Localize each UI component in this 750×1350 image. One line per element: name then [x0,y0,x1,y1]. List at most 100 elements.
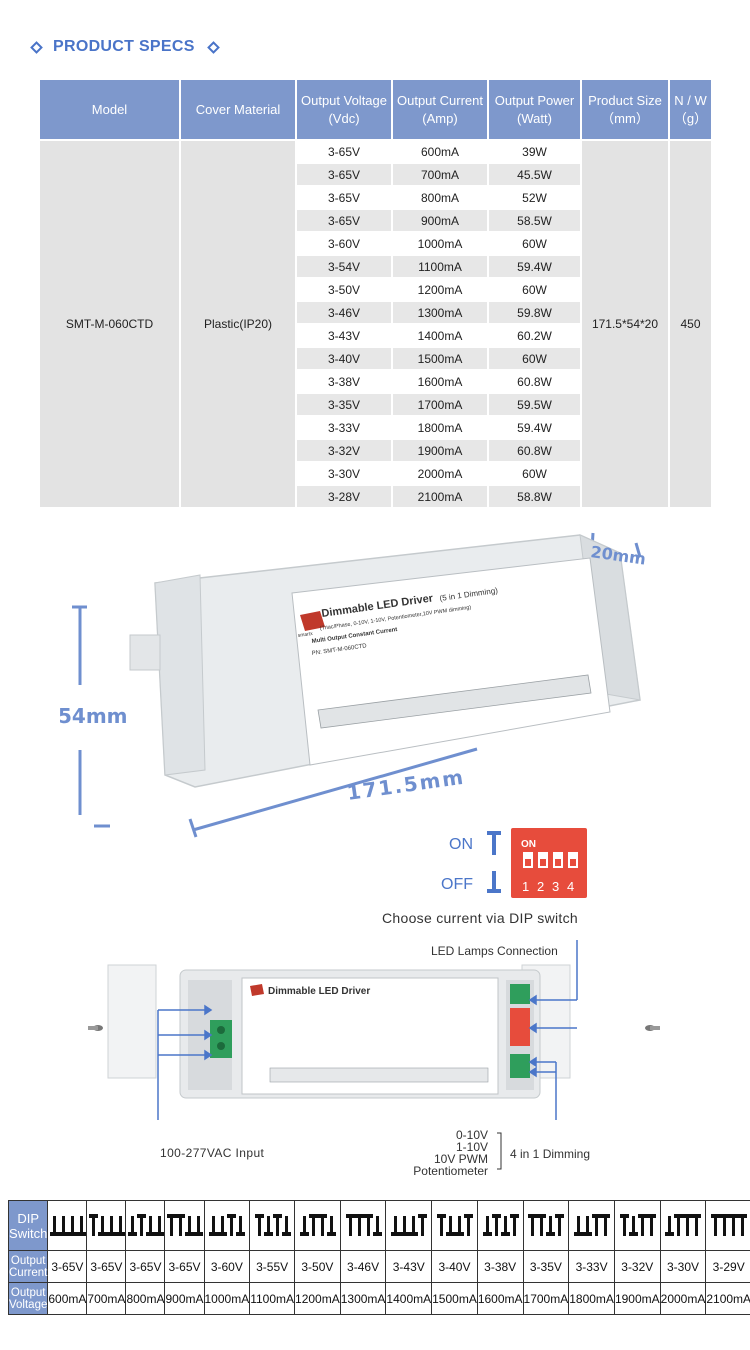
power-cell: 60W [489,348,580,369]
dip-pattern-cell [705,1200,750,1251]
dip-pattern-cell [476,1200,524,1251]
power-cell: 58.8W [489,486,580,507]
dimming-option: 1-10V [455,1140,488,1154]
current-cell: 2100mA [393,486,487,507]
power-cell: 39W [489,141,580,162]
dip-pattern-cell [249,1200,296,1251]
row-label-output-current: Output Current [7,1250,49,1283]
power-cell: 60W [489,279,580,300]
voltage-cell: 3-40V [297,348,391,369]
current-cell: 1900mA [393,440,487,461]
power-cell: 59.8W [489,302,580,323]
voltage-cell: 3-35V [297,394,391,415]
current-value-cell: 3-40V [431,1250,478,1283]
power-cell: 45.5W [489,164,580,185]
power-cell: 58.5W [489,210,580,231]
off-label: OFF [441,876,473,893]
voltage-cell: 3-46V [297,302,391,323]
voltage-cell: 3-65V [297,164,391,185]
section-heading: PRODUCT SPECS [30,36,226,58]
current-cell: 1700mA [393,394,487,415]
dip-pattern-cell [86,1200,127,1251]
wiring-diagram: Dimmable LED Driver [88,940,660,1120]
dip-pattern-icon [49,1213,86,1237]
header-output-voltage: Output Voltage (Vdc) [297,80,391,139]
voltage-value-cell: 800mA [125,1282,166,1315]
current-value-cell: 3-65V [86,1250,127,1283]
product-specs-table: Model Cover Material Output Voltage (Vdc… [38,78,713,509]
power-cell: 52W [489,187,580,208]
dip-switch-illustration: ON 1 2 3 4 [511,828,587,898]
dimming-option: 10V PWM [433,1152,488,1166]
dip-pattern-cell [659,1200,707,1251]
voltage-value-cell: 2000mA [659,1282,707,1315]
header-model: Model [40,80,179,139]
voltage-value-cell: 1900mA [613,1282,661,1315]
voltage-value-cell: 1300mA [339,1282,387,1315]
current-value-cell: 3-32V [613,1250,661,1283]
current-value-cell: 3-33V [568,1250,615,1283]
dimming-options: 0-10V 1-10V 10V PWM Potentiometer [400,1129,488,1177]
ac-input-label: 100-277VAC Input [160,1146,265,1160]
current-value-cell: 3-35V [522,1250,570,1283]
current-value-cell: 3-65V [164,1250,205,1283]
dip-pattern-icon [209,1213,246,1237]
voltage-value-cell: 1100mA [249,1282,296,1315]
current-value-cell: 3-65V [47,1250,88,1283]
dip-pattern-icon [665,1213,702,1237]
specs-header-row: Model Cover Material Output Voltage (Vdc… [40,80,711,139]
header-net-weight: N / W （g） [670,80,711,139]
dim-width-text: 54mm [60,704,128,728]
voltage-value-cell: 2100mA [705,1282,750,1315]
dip-pattern-row: DIP Switch [7,1200,750,1251]
current-value-cell: 3-50V [294,1250,341,1283]
dip-pattern-icon [299,1213,336,1237]
cover-material-cell: Plastic(IP20) [181,141,295,507]
current-cell: 700mA [393,164,487,185]
bracket-icon [497,1132,502,1170]
diamond-icon [30,40,43,54]
screw-icon [88,1025,103,1031]
current-value-cell: 3-46V [339,1250,387,1283]
power-cell: 59.5W [489,394,580,415]
voltage-cell: 3-65V [297,141,391,162]
on-label: ON [449,836,473,853]
dip-number-2: 2 [537,879,544,894]
voltage-cell: 3-32V [297,440,391,461]
dimming-label: 4 in 1 Dimming [510,1147,591,1161]
dimension-lines [72,532,642,838]
dip-pattern-icon [391,1213,428,1237]
dip-pattern-icon [127,1213,164,1237]
voltage-value-cell: 600mA [47,1282,88,1315]
current-value-cell: 3-55V [249,1250,296,1283]
current-cell: 1800mA [393,417,487,438]
dip-pattern-cell [385,1200,433,1251]
dip-pattern-cell [568,1200,615,1251]
dip-pattern-cell [294,1200,341,1251]
voltage-value-cell: 1400mA [385,1282,433,1315]
voltage-cell: 3-43V [297,325,391,346]
current-cell: 1000mA [393,233,487,254]
product-size-cell: 171.5*54*20 [582,141,668,507]
dip-pattern-icon [166,1213,203,1237]
label-grid [317,674,592,729]
dip-pattern-icon [254,1213,291,1237]
power-cell: 60.2W [489,325,580,346]
header-product-size: Product Size （mm） [582,80,668,139]
dip-pattern-cell [164,1200,205,1251]
voltage-cell: 3-38V [297,371,391,392]
label-brand: smartx [297,631,313,639]
voltage-value-cell: 1000mA [203,1282,251,1315]
dip-caption: Choose current via DIP switch [382,910,578,926]
